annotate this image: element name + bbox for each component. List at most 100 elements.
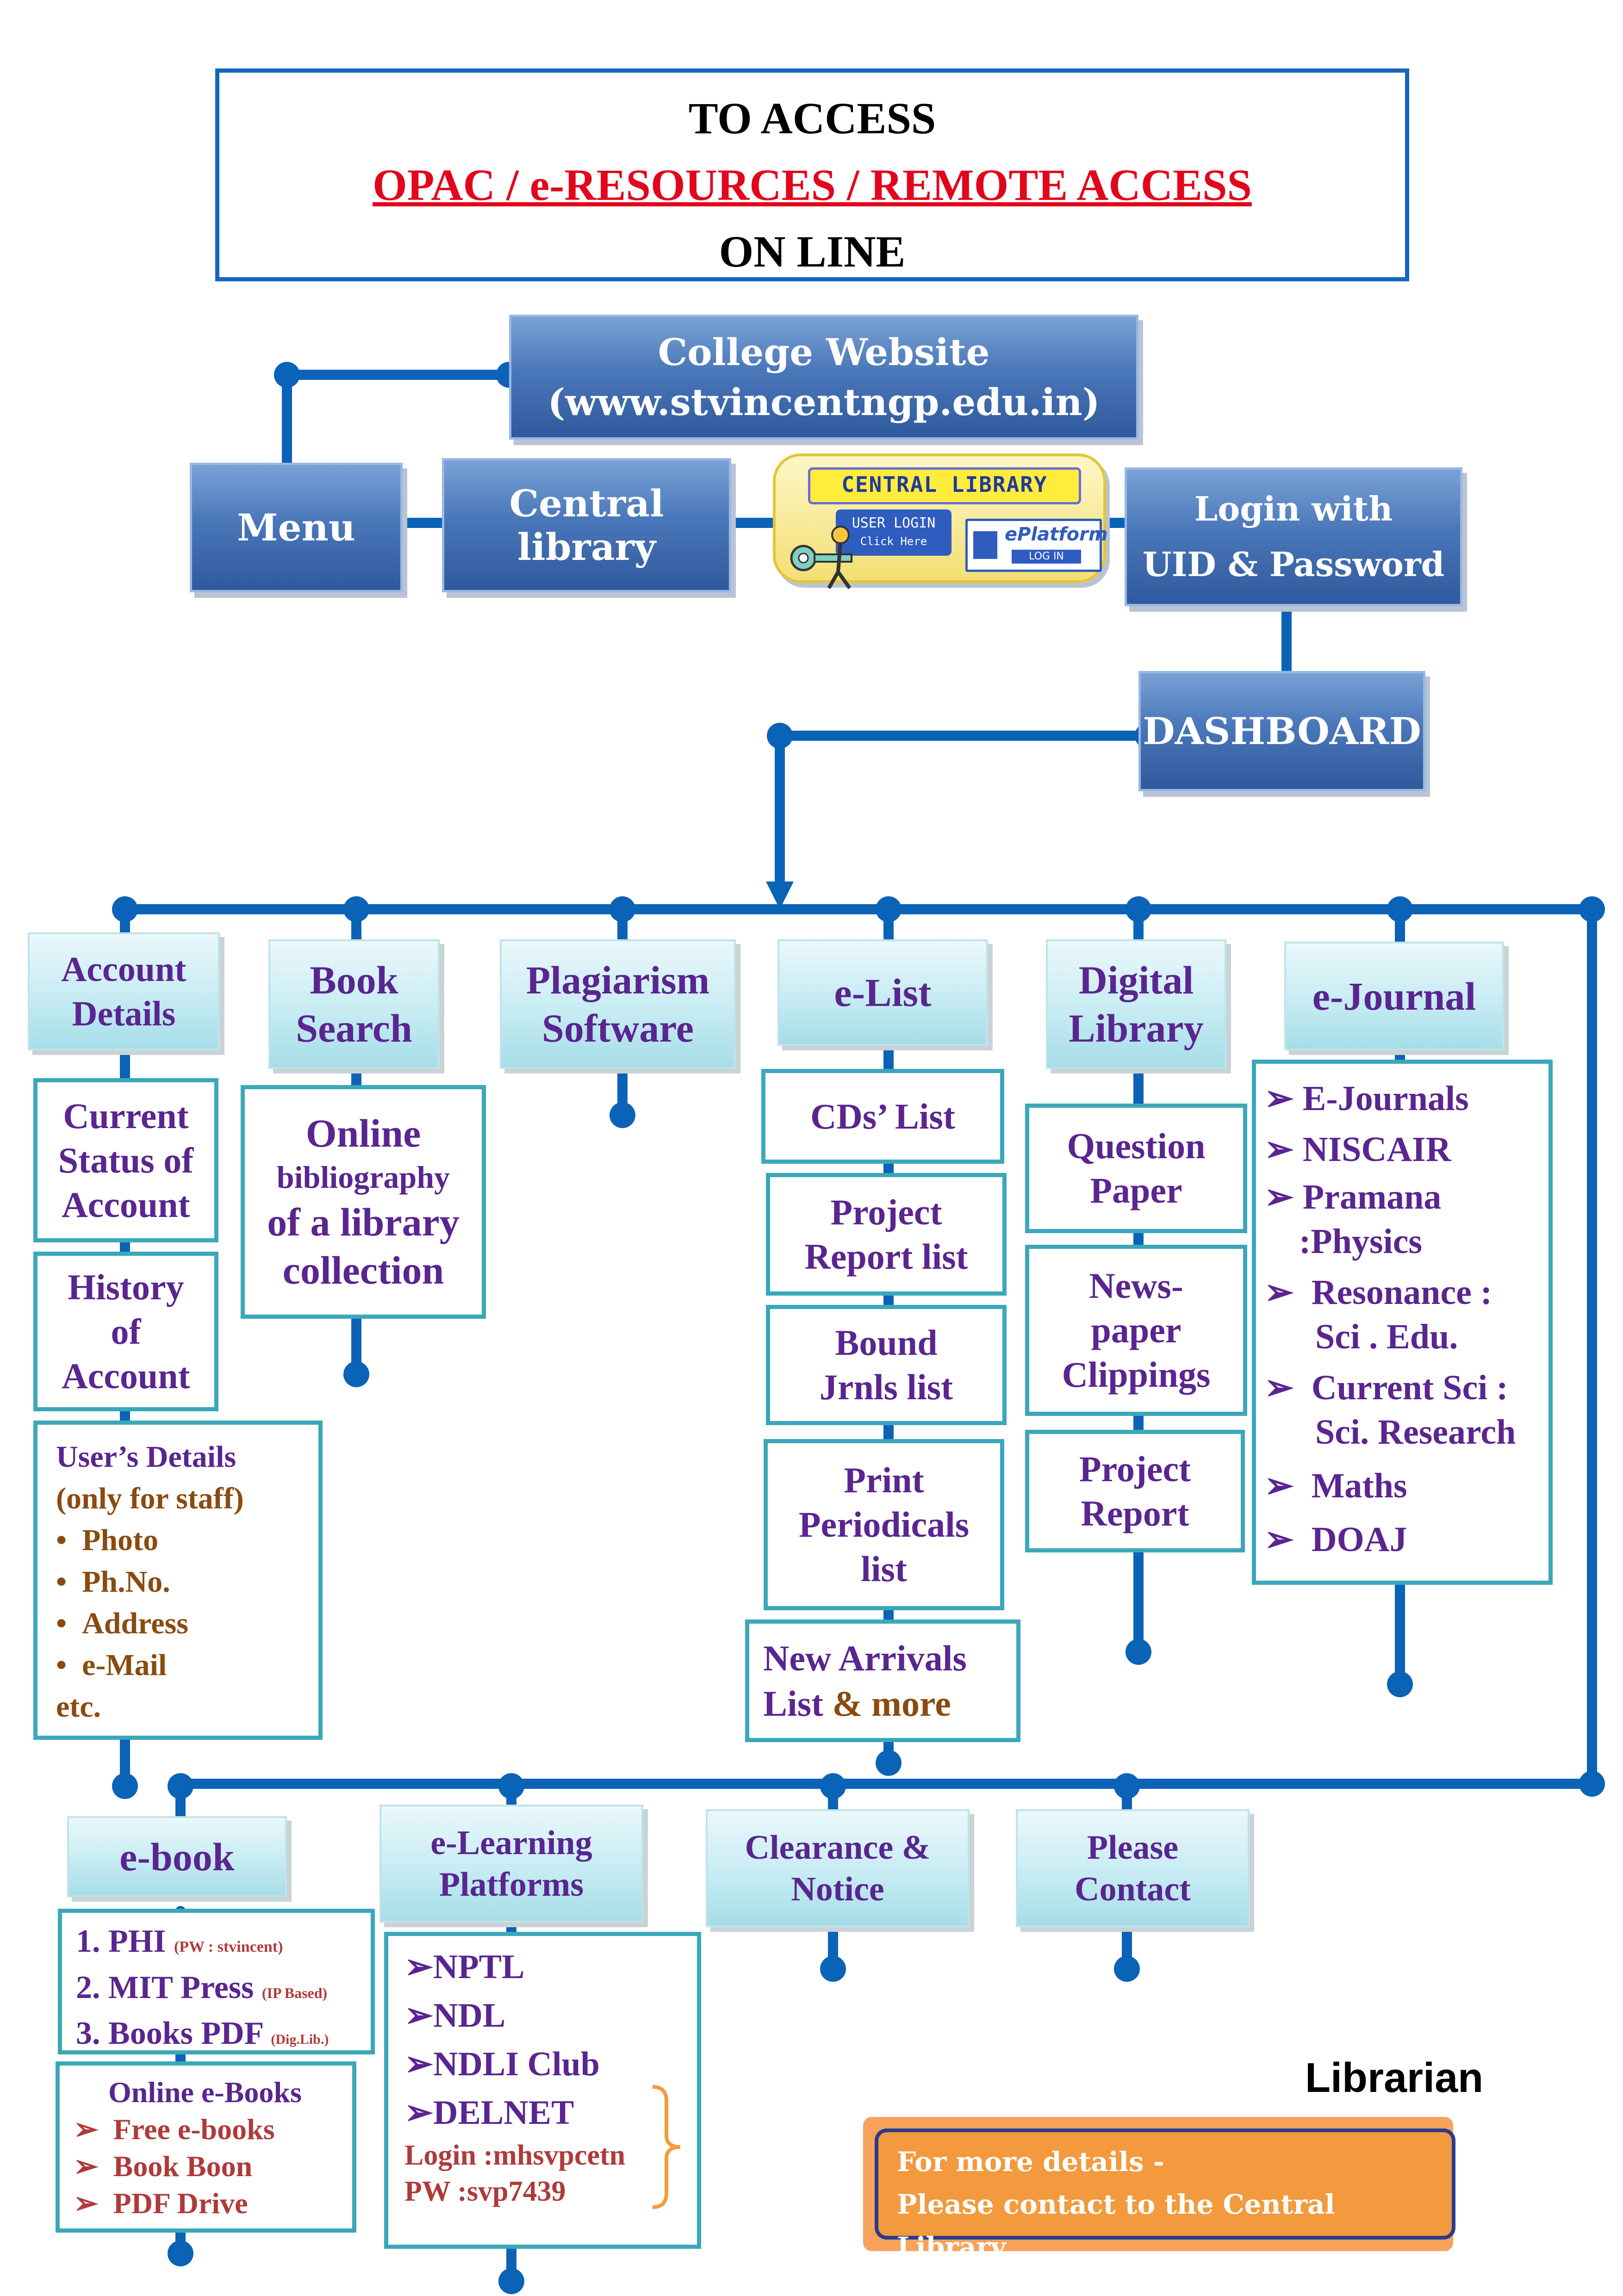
ejournal-item-ejournals[interactable]: ➢ E-Journals	[1264, 1079, 1469, 1118]
elearning-list-box[interactable]: ➢NPTL ➢NDL ➢NDLI Club ➢DELNET Login :mhs…	[384, 1932, 701, 2249]
eplatform-label: ePlatform	[1005, 524, 1108, 545]
clearance-line-1: Clearance &	[745, 1828, 931, 1867]
central-library-logo[interactable]: CENTRAL LIBRARY USER LOGIN Click Here eP…	[773, 453, 1108, 590]
history-line-2: of	[111, 1311, 141, 1352]
newspaper-clippings-box[interactable]: News- paper Clippings	[1025, 1245, 1247, 1416]
menu-box[interactable]: Menu	[190, 463, 403, 592]
user-login-button[interactable]: USER LOGIN Click Here	[836, 509, 951, 556]
contact-line-2: Contact	[1075, 1870, 1191, 1908]
ejournal-item-physics: :Physics	[1299, 1222, 1422, 1261]
ejournal-item-sci-edu: Sci . Edu.	[1315, 1317, 1458, 1356]
users-details-title: User’s Details	[56, 1440, 236, 1474]
ejournal-item-resonance[interactable]: ➢ Resonance :	[1264, 1273, 1492, 1312]
account-line-1: Account	[61, 949, 187, 989]
users-details-bullet-address: • Address	[56, 1607, 188, 1640]
ejournal-item-current-sci[interactable]: ➢ Current Sci :	[1264, 1368, 1508, 1407]
click-here-label: Click Here	[860, 535, 927, 548]
history-box[interactable]: History of Account	[33, 1252, 218, 1411]
book-search-line-1: Book	[310, 958, 398, 1002]
plagiarism-category[interactable]: Plagiarism Software	[500, 939, 736, 1069]
eplatform-login-button[interactable]: ePlatform LOG IN	[965, 519, 1108, 572]
title-line-1: TO ACCESS	[688, 93, 936, 143]
users-details-subtitle: (only for staff)	[56, 1482, 244, 1515]
clearance-notice-category[interactable]: Clearance & Notice	[706, 1809, 970, 1927]
new-arrivals-box[interactable]: New Arrivals List & more	[745, 1620, 1020, 1742]
digital-line-2: Library	[1069, 1006, 1204, 1050]
contact-banner-line-2: Please contact to the Central Library	[897, 2189, 1335, 2263]
contact-banner-line-1: For more details -	[897, 2146, 1164, 2178]
login-uid-box[interactable]: Login with UID & Password	[1125, 467, 1462, 606]
elearning-item-delnet[interactable]: ➢DELNET	[404, 2094, 574, 2132]
digital-project-line-1: Project	[1079, 1448, 1191, 1489]
contact-banner-inner: For more details - Please contact to the…	[875, 2128, 1455, 2263]
ebook-list-box[interactable]: 1. PHI (PW : stvincent) 2. MIT Press (IP…	[58, 1909, 375, 2054]
eplatform-login-label: LOG IN	[1012, 550, 1081, 564]
online-ebooks-pdfdrive[interactable]: ➢ PDF Drive	[74, 2187, 248, 2220]
project-report-line-2: Report list	[804, 1236, 968, 1277]
ejournal-category[interactable]: e-Journal	[1284, 942, 1504, 1050]
dashboard-box[interactable]: DASHBOARD	[1138, 671, 1425, 791]
users-details-box[interactable]: User’s Details (only for staff) • Photo …	[33, 1421, 323, 1740]
current-status-box[interactable]: Current Status of Account	[33, 1078, 218, 1242]
question-paper-box[interactable]: Question Paper	[1025, 1104, 1247, 1233]
bound-jrnls-box[interactable]: Bound Jrnls list	[766, 1305, 1007, 1425]
book-search-category[interactable]: Book Search	[268, 939, 440, 1069]
elist-label: e-List	[834, 970, 932, 1015]
account-details-category[interactable]: Account Details	[28, 932, 220, 1050]
please-contact-category[interactable]: Please Contact	[1016, 1809, 1250, 1927]
book-search-line-2: Search	[296, 1006, 412, 1050]
delnet-login: Login :mhsvpcetn	[404, 2140, 626, 2171]
user-login-label: USER LOGIN	[852, 515, 936, 531]
online-bibliography-box[interactable]: Online bibliography of a library collect…	[241, 1085, 486, 1319]
ejournal-label: e-Journal	[1312, 974, 1476, 1018]
history-line-1: History	[68, 1266, 184, 1307]
cds-list-box[interactable]: CDs’ List	[761, 1069, 1004, 1164]
ejournal-item-maths[interactable]: ➢ Maths	[1264, 1466, 1407, 1505]
print-line-2: Periodicals	[798, 1504, 970, 1545]
ejournal-item-doaj[interactable]: ➢ DOAJ	[1264, 1520, 1407, 1559]
college-website-box[interactable]: College Website (www.stvincentngp.edu.in…	[509, 315, 1138, 440]
plagiarism-line-1: Plagiarism	[526, 958, 710, 1002]
question-line-2: Paper	[1090, 1170, 1182, 1210]
online-ebooks-box[interactable]: Online e-Books ➢ Free e-books ➢ Book Boo…	[56, 2061, 356, 2233]
ebook-label: e-book	[119, 1834, 235, 1879]
ejournal-item-niscair[interactable]: ➢ NISCAIR	[1264, 1130, 1451, 1169]
key-person-icon	[790, 526, 852, 590]
contact-banner: For more details - Please contact to the…	[863, 2117, 1455, 2263]
online-ebooks-title: Online e-Books	[108, 2076, 302, 2109]
title-box: TO ACCESS OPAC / e-RESOURCES / REMOTE AC…	[215, 68, 1409, 281]
website-url: (www.stvincentngp.edu.in)	[547, 380, 1100, 424]
online-ebooks-free[interactable]: ➢ Free e-books	[74, 2113, 275, 2146]
online-ebooks-bookboon[interactable]: ➢ Book Boon	[74, 2150, 253, 2183]
bibliography-line-1: Online	[305, 1111, 421, 1155]
elearning-category[interactable]: e-Learning Platforms	[379, 1805, 643, 1923]
ejournal-item-pramana[interactable]: ➢ Pramana	[1264, 1178, 1442, 1216]
news-line-3: Clippings	[1062, 1354, 1211, 1395]
project-report-list-box[interactable]: Project Report list	[766, 1173, 1007, 1296]
project-report-box[interactable]: Project Report	[1025, 1430, 1245, 1552]
delnet-password: PW :svp7439	[404, 2176, 566, 2207]
cds-list-label: CDs’ List	[810, 1096, 955, 1136]
central-library-box[interactable]: Central library	[442, 458, 731, 592]
news-line-2: paper	[1091, 1310, 1181, 1350]
elearning-item-ndl[interactable]: ➢NDL	[404, 1997, 506, 2035]
news-line-1: News-	[1089, 1266, 1183, 1306]
ejournal-list-box[interactable]: ➢ E-Journals ➢ NISCAIR ➢ Pramana :Physic…	[1252, 1060, 1553, 1585]
logo-title: CENTRAL LIBRARY	[808, 467, 1081, 504]
ebook-item-phi[interactable]: 1. PHI (PW : stvincent)	[76, 1924, 283, 1959]
elist-category[interactable]: e-List	[777, 939, 988, 1046]
ebook-category[interactable]: e-book	[67, 1816, 287, 1897]
ebook-item-mit-press[interactable]: 2. MIT Press (IP Based)	[76, 1970, 328, 2005]
dashboard-label: DASHBOARD	[1143, 709, 1421, 753]
digital-library-category[interactable]: Digital Library	[1046, 939, 1226, 1069]
central-library-label: Central library	[509, 482, 664, 569]
ebook-item-books-pdf[interactable]: 3. Books PDF (Dig.Lib.)	[76, 2016, 329, 2051]
current-status-line-3: Account	[62, 1184, 190, 1225]
plagiarism-line-2: Software	[541, 1006, 694, 1050]
contact-line-1: Please	[1087, 1828, 1179, 1867]
elearning-line-1: e-Learning	[430, 1824, 592, 1862]
print-periodicals-box[interactable]: Print Periodicals list	[764, 1439, 1004, 1610]
elearning-item-ndli-club[interactable]: ➢NDLI Club	[404, 2045, 600, 2083]
elearning-item-nptl[interactable]: ➢NPTL	[404, 1948, 525, 1986]
